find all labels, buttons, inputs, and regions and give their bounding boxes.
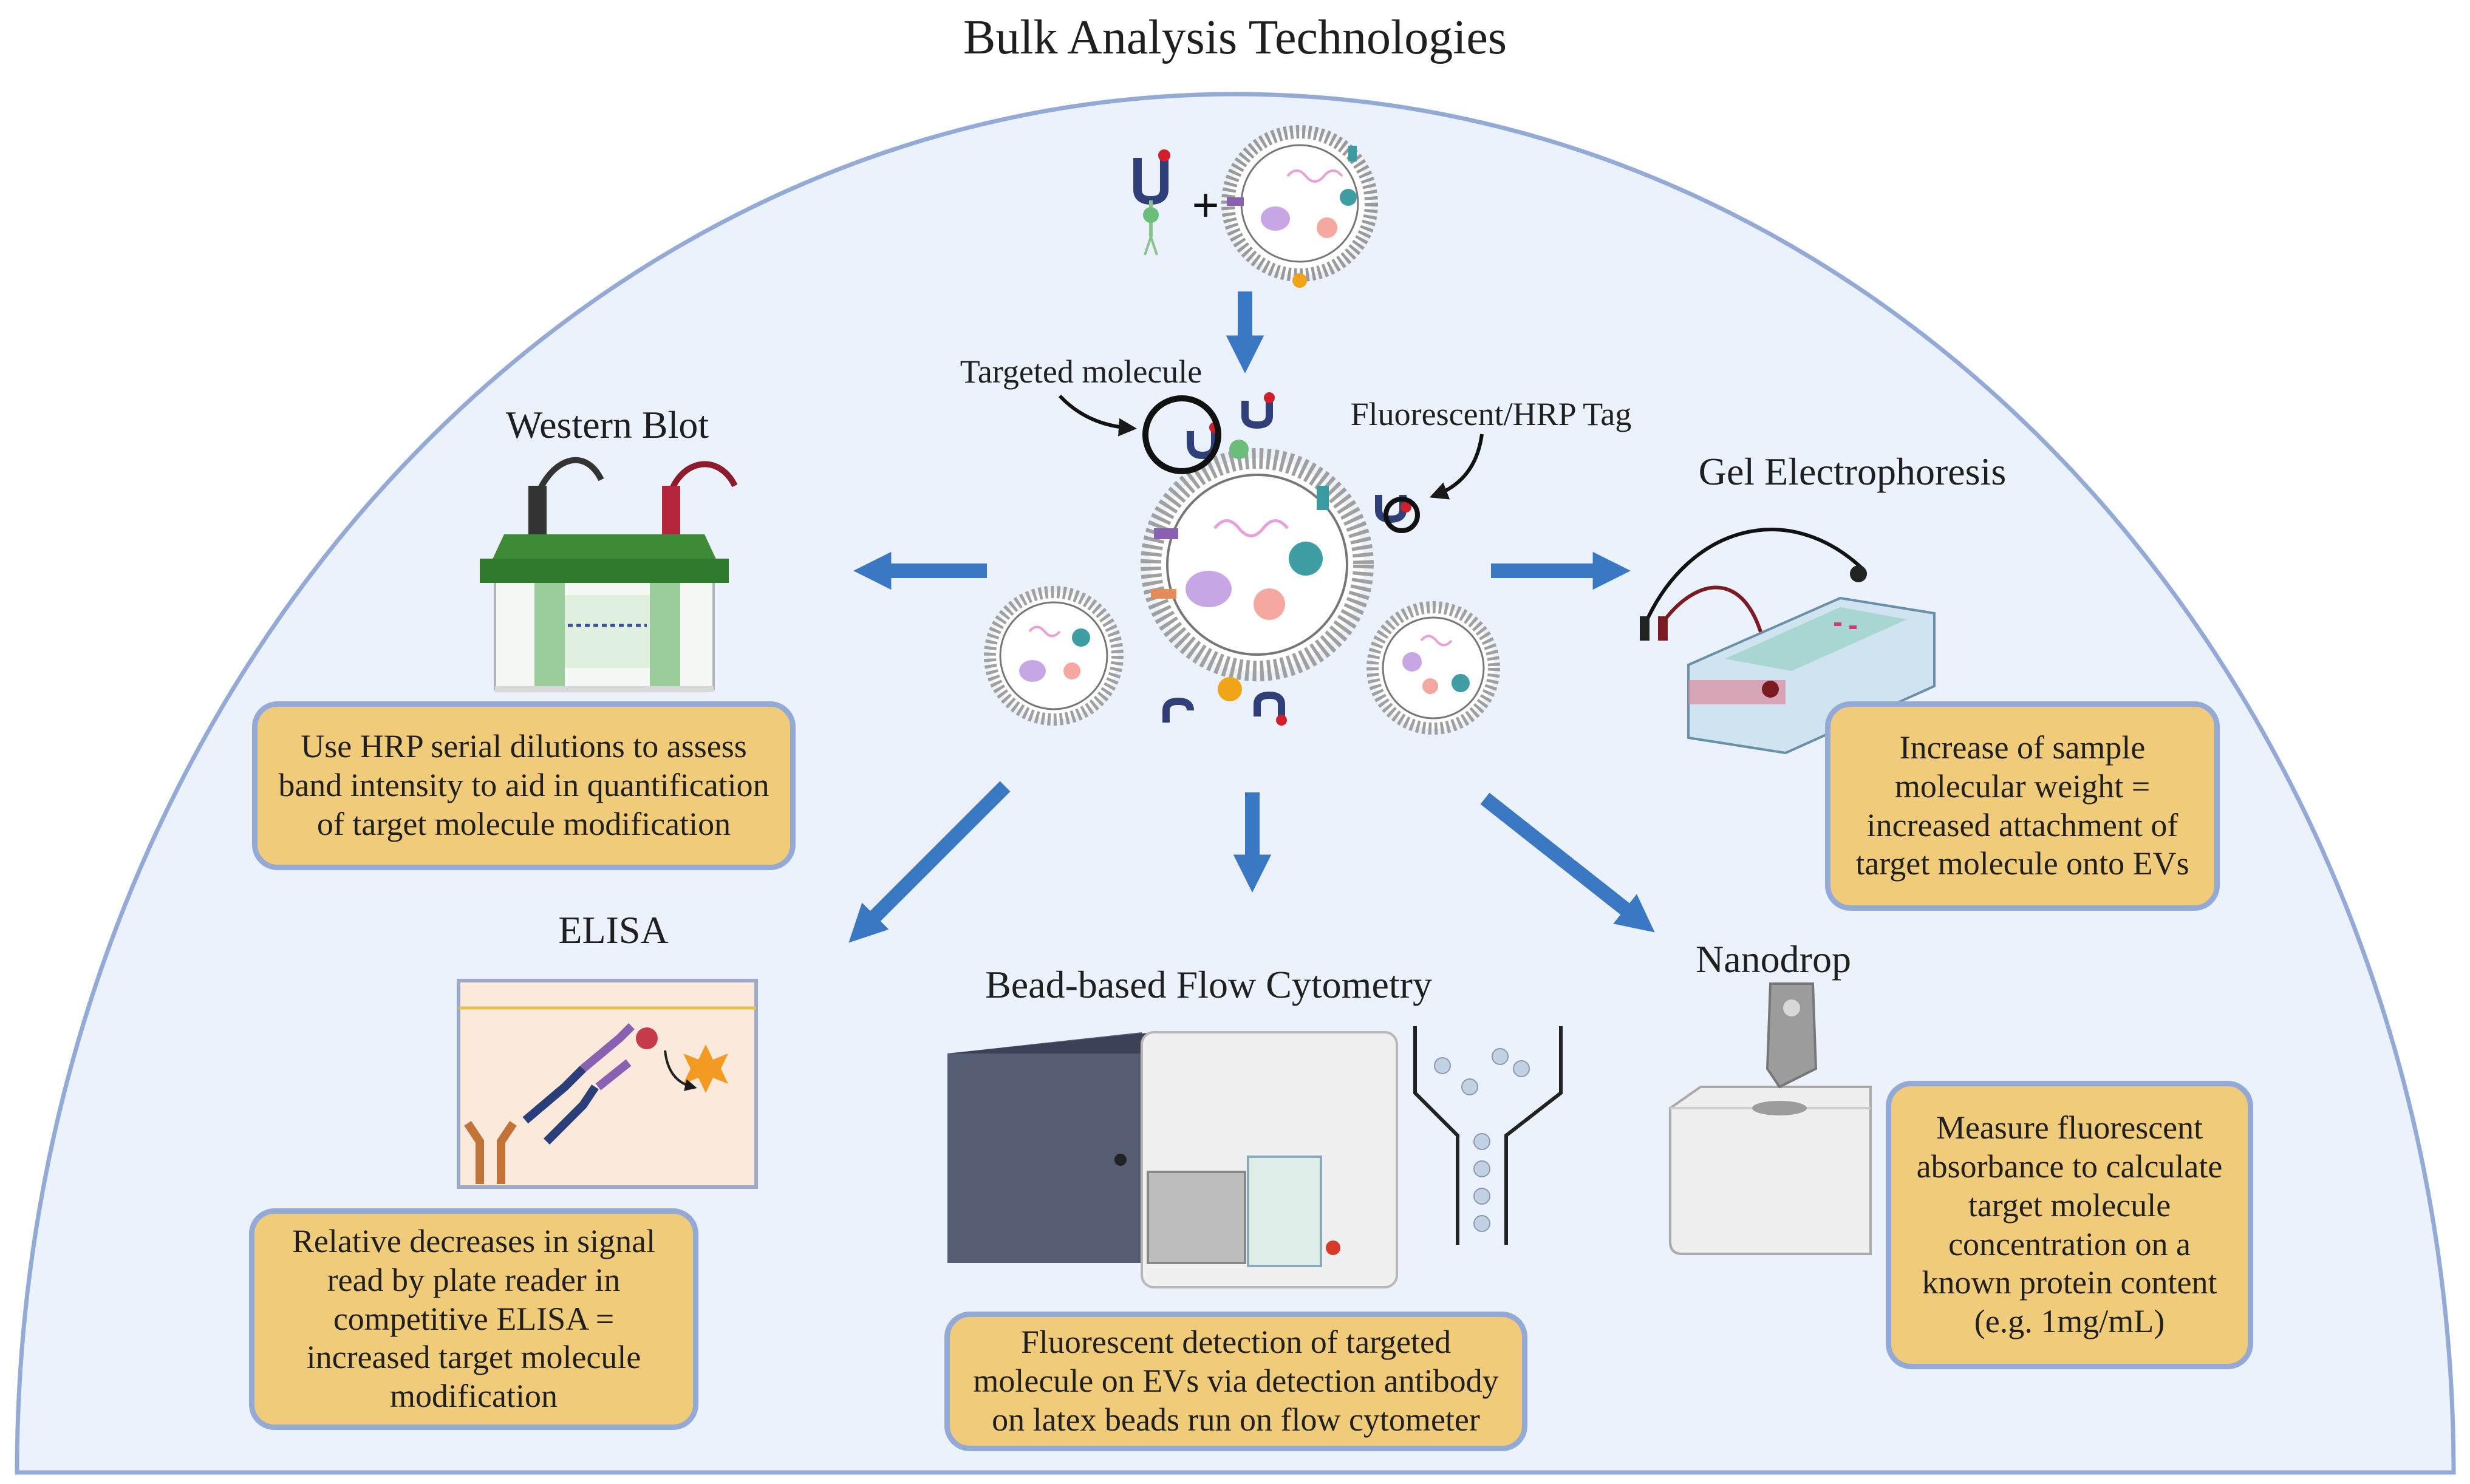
flow-cytometry-description: Fluorescent detection of targeted molecu… (944, 1312, 1527, 1451)
western-blot-title: Western Blot (505, 403, 709, 446)
arrow-to-nanodrop (1480, 792, 1655, 933)
elisa-title: ELISA (558, 908, 669, 951)
antibody-icon (1133, 149, 1170, 256)
arrow-to-elisa (848, 781, 1011, 943)
elisa-description: Relative decreases in signal read by pla… (249, 1208, 698, 1430)
nanodrop-icon (1669, 982, 1872, 1255)
ev-icon-center (1141, 392, 1411, 726)
ev-icon-left (984, 586, 1124, 726)
ev-icon-top (1221, 125, 1378, 288)
gel-electrophoresis-icon (1640, 528, 1936, 755)
western-blot-description: Use HRP serial dilutions to assess band … (252, 701, 796, 870)
targeted-molecule-pointer (1058, 394, 1137, 437)
nanodrop-description: Measure fluorescent absorbance to calcul… (1886, 1081, 2253, 1369)
gel-electrophoresis-description: Increase of sample molecular weight = in… (1825, 701, 2220, 911)
targeted-molecule-label: Targeted molecule (960, 353, 1203, 390)
tag-highlight (1383, 497, 1420, 533)
plus-sign: + (1192, 179, 1220, 233)
flow-cytometer-icon (947, 1026, 1563, 1288)
gel-electrophoresis-title: Gel Electrophoresis (1698, 450, 2007, 493)
tag-label: Fluorescent/HRP Tag (1351, 396, 1632, 432)
flow-cytometry-title: Bead-based Flow Cytometry (985, 963, 1432, 1006)
page-title: Bulk Analysis Technologies (963, 11, 1507, 64)
targeted-molecule-highlight (1142, 395, 1221, 474)
elisa-well-icon (457, 979, 758, 1189)
tag-pointer (1429, 434, 1484, 500)
ev-icon-right (1366, 601, 1500, 735)
western-blot-apparatus-icon (480, 457, 738, 692)
nanodrop-title: Nanodrop (1696, 938, 1851, 981)
